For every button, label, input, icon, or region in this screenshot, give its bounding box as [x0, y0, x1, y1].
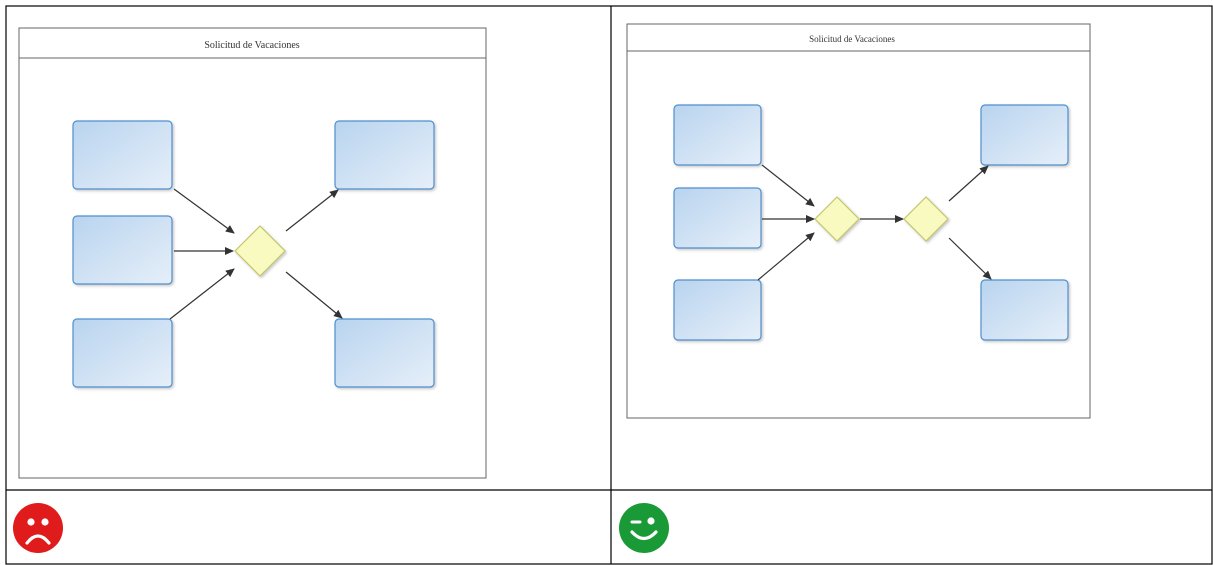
task-box — [980, 279, 1069, 341]
gateway-diamond — [814, 196, 860, 242]
gateway-diamond — [903, 196, 949, 242]
task-box — [72, 120, 173, 190]
sequence-flows — [169, 188, 343, 320]
task-box — [72, 318, 173, 388]
good-example-diagram: Solicitud de Vacaciones — [626, 23, 1091, 419]
task-box — [334, 120, 435, 190]
winking-smile-face-icon — [619, 503, 669, 553]
task-box — [673, 279, 762, 341]
task-box — [673, 187, 762, 249]
pool-title: Solicitud de Vacaciones — [204, 40, 299, 51]
task-box — [980, 104, 1069, 166]
bad-example-diagram: Solicitud de Vacaciones — [18, 27, 487, 479]
sad-face-circle — [13, 503, 63, 553]
task-box — [673, 104, 762, 166]
sequence-flows — [757, 164, 992, 281]
task-box — [334, 318, 435, 388]
task-box — [72, 215, 173, 285]
sad-face-icon — [13, 503, 63, 553]
gateway-diamond — [234, 225, 286, 277]
pool-title: Solicitud de Vacaciones — [809, 34, 895, 44]
smile-face-circle — [619, 503, 669, 553]
